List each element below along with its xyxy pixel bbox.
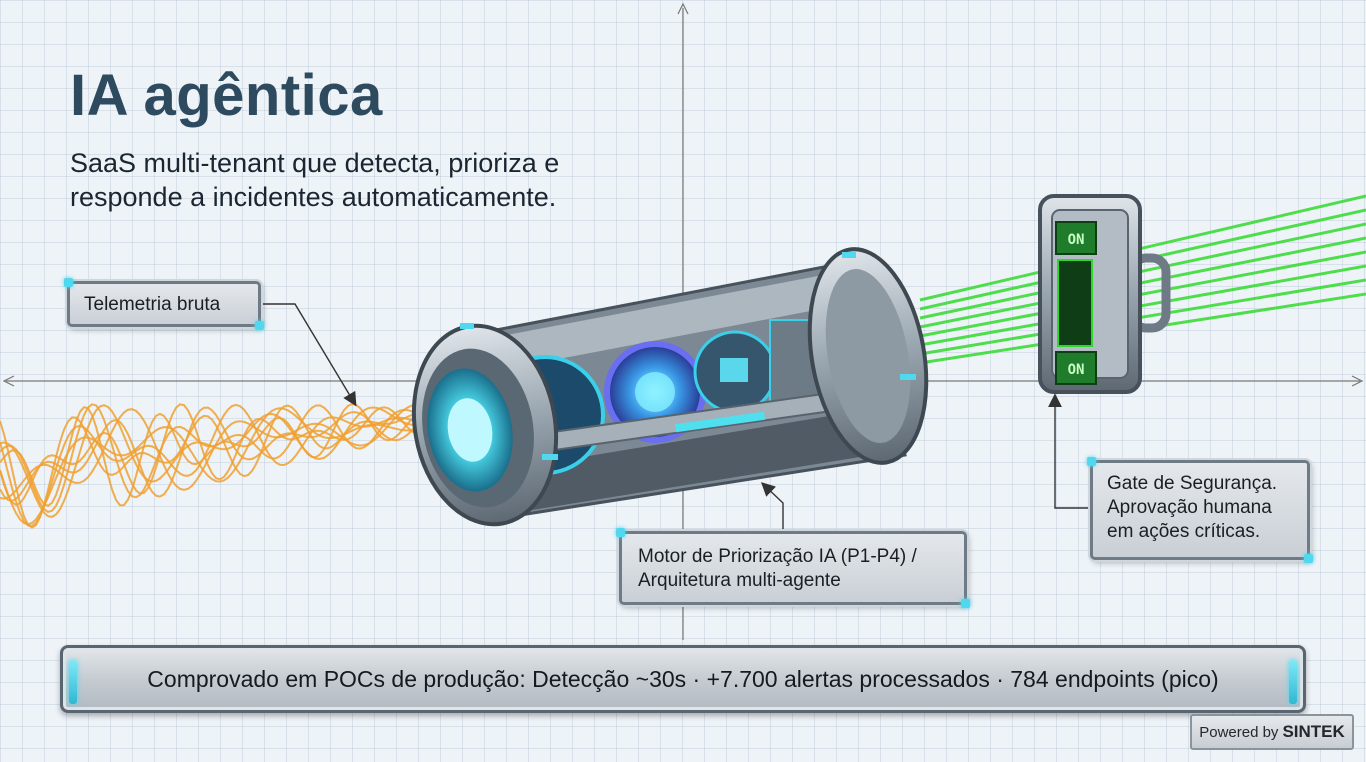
banner-cap-left	[69, 660, 77, 704]
telemetry-label: Telemetria bruta	[64, 278, 264, 330]
green-beam-line	[919, 264, 1366, 347]
proof-banner-text: Comprovado em POCs de produção: Detecção…	[147, 665, 1219, 692]
raw-wave-strand	[0, 403, 461, 502]
raw-wave-strand	[0, 403, 461, 528]
raw-wave-strand	[0, 403, 461, 507]
motor-label: Motor de Priorização IA (P1-P4) / Arquit…	[616, 528, 970, 608]
gate-leader-arrow	[1048, 393, 1090, 509]
green-beam-line	[919, 222, 1366, 320]
green-beam-line	[919, 278, 1366, 356]
ai-engine-cylinder	[411, 247, 929, 527]
on-label-top: ON	[1068, 232, 1085, 248]
raw-wave-strand	[0, 403, 461, 500]
telemetry-label-text: Telemetria bruta	[84, 294, 221, 315]
approved-output-beams	[919, 194, 1366, 365]
telemetry-leader-arrow	[262, 303, 357, 407]
green-beam-line	[919, 236, 1366, 329]
green-beam-line	[919, 250, 1366, 338]
proof-banner: Comprovado em POCs de produção: Detecção…	[60, 645, 1306, 713]
on-indicator-bottom	[1055, 351, 1097, 385]
brand-logo-text: SINTEK	[1282, 722, 1345, 741]
on-label-bottom: ON	[1068, 362, 1085, 378]
callout-leaders	[262, 303, 1090, 530]
raw-wave-strand	[0, 403, 461, 507]
security-gate-label-text: Gate de Segurança. Aprovação humana em a…	[1107, 473, 1278, 542]
page-title: IA agêntica	[70, 63, 383, 128]
on-indicator-top	[1055, 221, 1097, 255]
switch-slot	[1057, 259, 1093, 347]
motor-label-text: Motor de Priorização IA (P1-P4) / Arquit…	[638, 546, 917, 591]
green-beam-line	[919, 194, 1366, 302]
powered-by-prefix: Powered by	[1199, 723, 1279, 741]
security-gate-label: Gate de Segurança. Aprovação humana em a…	[1087, 457, 1313, 563]
raw-telemetry-signal	[0, 403, 461, 529]
page-subtitle: SaaS multi-tenant que detecta, prioriza …	[70, 148, 560, 212]
raw-wave-strand	[0, 403, 461, 513]
powered-by-badge: Powered by SINTEK	[1190, 714, 1354, 750]
banner-cap-right	[1289, 660, 1297, 704]
security-gate-switch: ON ON	[1038, 194, 1171, 394]
motor-leader-arrow	[760, 482, 784, 530]
